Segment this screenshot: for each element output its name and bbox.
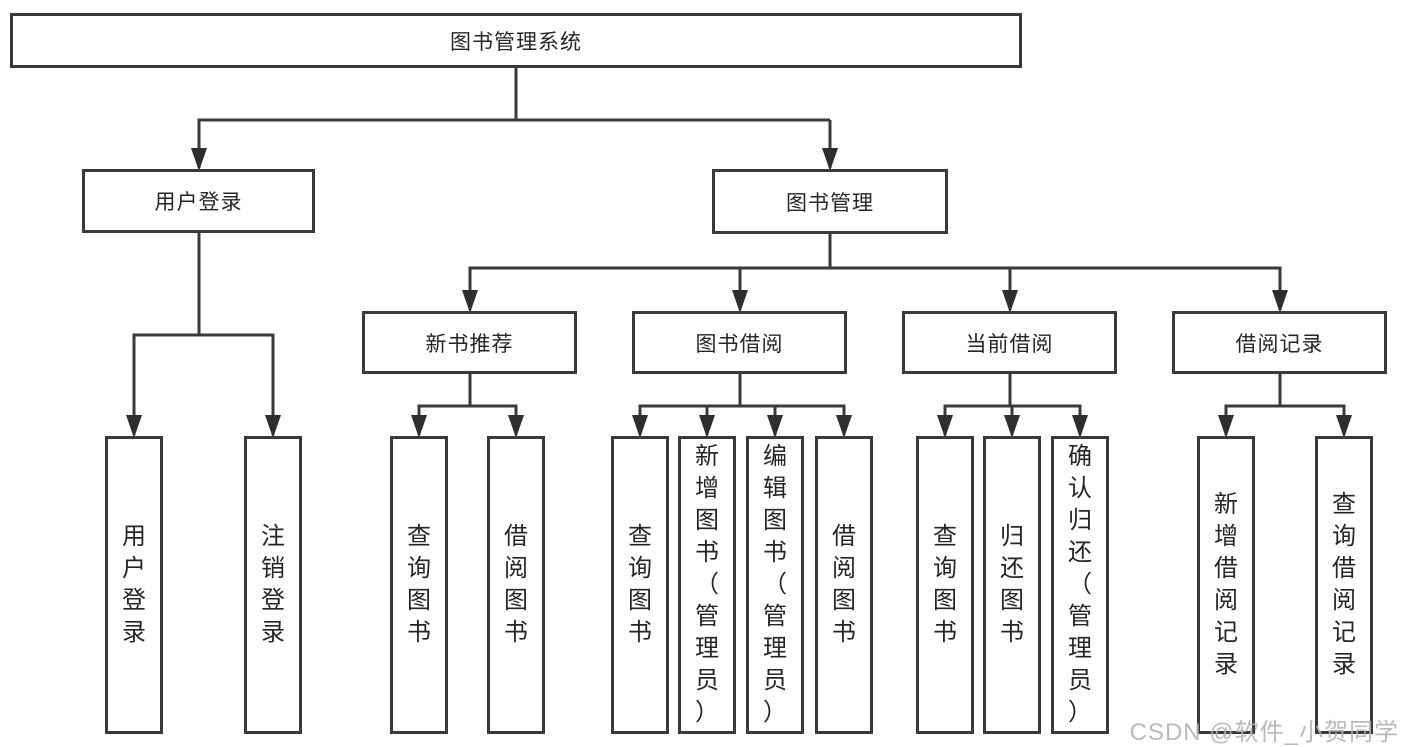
node-label: 当前借阅 [965, 332, 1054, 356]
node-label: 用户登录 [154, 191, 243, 214]
leaf-label: 借阅图书 [832, 523, 856, 646]
leaf-label: 查询图书 [407, 523, 431, 646]
node-label: 图书借阅 [695, 332, 784, 356]
leaf-add-borrow-record: 新增借阅记录 [1197, 436, 1255, 734]
node-label: 借阅记录 [1235, 332, 1324, 356]
node-book-management: 图书管理 [712, 169, 948, 234]
node-user-login: 用户登录 [82, 169, 315, 233]
leaf-borrow-books-1: 借阅图书 [487, 436, 545, 734]
leaf-query-borrow-record: 查询借阅记录 [1315, 436, 1373, 734]
leaf-label: 用户登录 [122, 523, 146, 646]
node-current-borrow: 当前借阅 [902, 311, 1117, 374]
leaf-label: 新增图书（管理员） [695, 443, 719, 726]
arrowhead-icons [126, 148, 1352, 438]
leaf-borrow-books-2: 借阅图书 [815, 436, 873, 734]
leaf-label: 借阅图书 [504, 523, 528, 646]
leaf-logout: 注销登录 [244, 436, 302, 734]
csdn-watermark: CSDN @软件_小贺同学 [1129, 719, 1399, 746]
leaf-label: 查询图书 [628, 523, 652, 646]
leaf-query-books-1: 查询图书 [390, 436, 448, 734]
node-label: 图书管理 [786, 191, 874, 215]
node-library-management-system: 图书管理系统 [10, 13, 1022, 68]
node-borrow-records: 借阅记录 [1172, 311, 1387, 374]
leaf-user-login: 用户登录 [105, 436, 163, 734]
leaf-label: 归还图书 [1000, 523, 1024, 646]
leaf-label: 确认归还（管理员） [1068, 443, 1092, 726]
leaf-label: 编辑图书（管理员） [763, 443, 787, 726]
leaf-label: 查询图书 [933, 523, 957, 646]
leaf-query-books-2: 查询图书 [611, 436, 669, 734]
leaf-return-books: 归还图书 [983, 436, 1041, 734]
leaf-label: 新增借阅记录 [1214, 491, 1238, 678]
leaf-label: 查询借阅记录 [1332, 491, 1356, 678]
leaf-add-books-admin: 新增图书（管理员） [678, 436, 736, 734]
tree-connector-lines [132, 68, 1346, 435]
node-new-book-recommend: 新书推荐 [362, 311, 577, 374]
leaf-edit-books-admin: 编辑图书（管理员） [746, 436, 804, 734]
leaf-confirm-return-admin: 确认归还（管理员） [1051, 436, 1109, 734]
leaf-query-books-3: 查询图书 [916, 436, 974, 734]
leaf-label: 注销登录 [261, 523, 285, 646]
node-label: 图书管理系统 [450, 30, 582, 54]
node-label: 新书推荐 [425, 332, 514, 356]
node-book-borrow: 图书借阅 [632, 311, 847, 374]
